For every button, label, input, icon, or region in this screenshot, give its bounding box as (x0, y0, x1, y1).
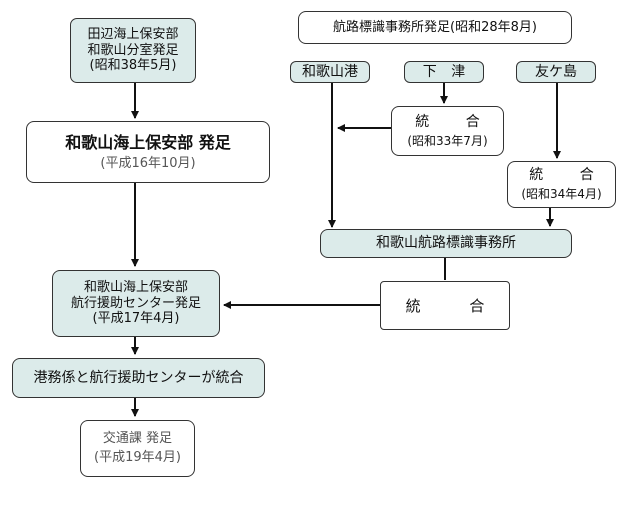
wakayama-hoan-title: 和歌山海上保安部 発足 (65, 132, 231, 152)
wakayama-koro-label: 和歌山航路標識事務所 (376, 235, 516, 252)
wakayama-center-node: 和歌山海上保安部 航行援助センター発足 (平成17年4月) (52, 270, 220, 337)
tanabe-branch-node: 田辺海上保安部 和歌山分室発足 (昭和38年5月) (70, 18, 196, 83)
wakayama-hoan-date: (平成16年10月) (100, 155, 196, 171)
wakayama-port-node: 和歌山港 (290, 61, 370, 83)
tomogashima-label: 友ケ島 (535, 63, 577, 80)
merge-s34-date: (昭和34年4月) (521, 187, 602, 202)
kotsu-line-2: (平成19年4月) (94, 450, 181, 465)
integration-final-node: 港務係と航行援助センターが統合 (12, 358, 265, 398)
shimotsu-node: 下 津 (404, 61, 484, 83)
wakayama-koro-node: 和歌山航路標識事務所 (320, 229, 572, 258)
tanabe-line-1: 田辺海上保安部 (87, 27, 179, 43)
tanabe-line-3: (昭和38年5月) (89, 58, 177, 74)
center-line-1: 和歌山海上保安部 (83, 280, 188, 296)
merge-big-node: 統 合 (380, 281, 510, 330)
merge-s33-title: 統 合 (415, 113, 480, 130)
shimotsu-label: 下 津 (422, 63, 466, 80)
tanabe-line-2: 和歌山分室発足 (87, 42, 179, 58)
kotsu-node: 交通課 発足 (平成19年4月) (80, 420, 195, 477)
integration-final-label: 港務係と航行援助センターが統合 (33, 369, 244, 386)
merge-s34-title: 統 合 (529, 167, 594, 184)
merge-s33-node: 統 合 (昭和33年7月) (391, 106, 504, 156)
kotsu-line-1: 交通課 発足 (102, 431, 173, 447)
merge-s33-date: (昭和33年7月) (407, 133, 488, 148)
wakayama-port-label: 和歌山港 (302, 63, 358, 80)
center-line-2: 航行援助センター発足 (70, 295, 201, 311)
koro-start-label: 航路標識事務所発足(昭和28年8月) (333, 19, 537, 35)
wakayama-hoan-node: 和歌山海上保安部 発足 (平成16年10月) (26, 121, 270, 183)
center-line-3: (平成17年4月) (92, 311, 180, 327)
merge-s34-node: 統 合 (昭和34年4月) (507, 161, 616, 208)
merge-big-label: 統 合 (405, 296, 485, 315)
tomogashima-node: 友ケ島 (516, 61, 596, 83)
koro-start-node: 航路標識事務所発足(昭和28年8月) (298, 11, 572, 44)
